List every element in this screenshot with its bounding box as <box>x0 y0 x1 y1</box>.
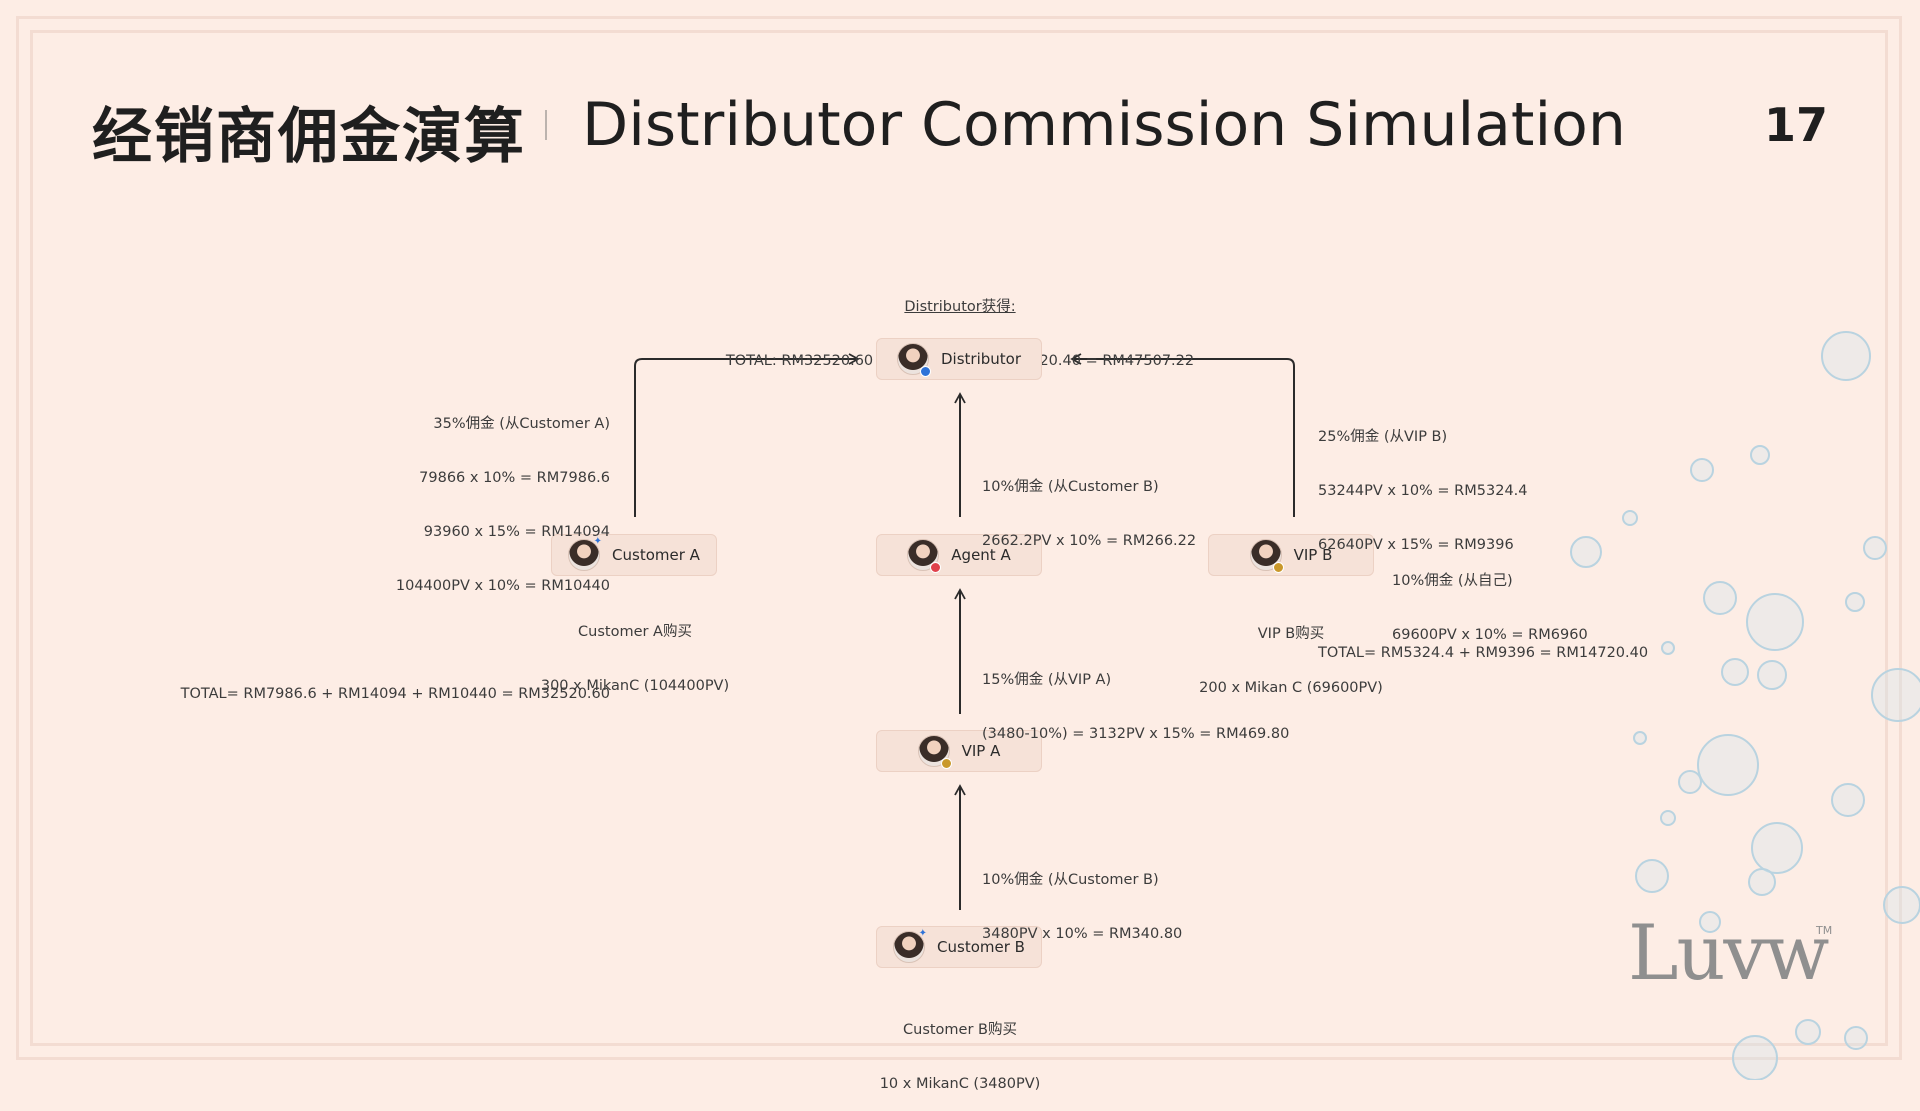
vip-a-avatar <box>917 735 952 769</box>
commission-line: 35%佣金 (从Customer A) <box>433 416 610 432</box>
title-chinese: 经销商佣金演算 <box>92 102 526 172</box>
commission-line: 62640PV x 15% = RM9396 <box>1318 537 1514 553</box>
node-vip-a-label: VIP A <box>961 742 1001 760</box>
purchase-vip-b: VIP B购买 200 x Mikan C (69600PV) <box>1175 589 1407 715</box>
customer-a-avatar: ✦ <box>568 536 603 571</box>
node-customer-b: ✦ Customer B <box>876 926 1042 968</box>
node-vip-a: VIP A <box>876 730 1042 772</box>
title-separator <box>545 110 547 140</box>
node-vip-b-label: VIP B <box>1293 546 1333 564</box>
arrow-vip-b-to-distributor <box>1070 353 1295 517</box>
vip-crown-icon <box>1272 562 1284 573</box>
commission-vip-a-to-agent: 15%佣金 (从VIP A) (3480-10%) = 3132PV x 15%… <box>982 635 1289 761</box>
agent-badge-icon <box>930 562 942 573</box>
commission-line: 15%佣金 (从VIP A) <box>982 672 1112 688</box>
node-vip-b: VIP B <box>1208 534 1374 576</box>
purchase-vip-b-detail: 200 x Mikan C (69600PV) <box>1199 680 1383 696</box>
node-agent-a-label: Agent A <box>951 546 1011 564</box>
sparkle-icon: ✦ <box>918 928 928 939</box>
vip-b-avatar <box>1249 539 1284 573</box>
connector-lines <box>634 353 1295 910</box>
page-number: 17 <box>1763 98 1828 152</box>
commission-line: 3480PV x 10% = RM340.80 <box>982 926 1183 942</box>
commission-vip-b-self: 10%佣金 (从自己) 69600PV x 10% = RM6960 <box>1392 536 1588 662</box>
commission-customer-b-to-vip-a: 10%佣金 (从Customer B) 3480PV x 10% = RM340… <box>982 835 1182 961</box>
arrow-customer-a-to-distributor <box>634 353 860 517</box>
commission-line: 25%佣金 (从VIP B) <box>1318 429 1448 445</box>
verified-badge-icon <box>919 366 931 377</box>
purchase-customer-a: Customer A购买 300 x MikanC (104400PV) <box>520 587 750 713</box>
total-label: Distributor获得: <box>904 299 1016 315</box>
node-agent-a: Agent A <box>876 534 1042 576</box>
commission-line: 104400PV x 10% = RM10440 <box>395 578 610 594</box>
node-customer-a-label: Customer A <box>612 546 700 564</box>
commission-line: 53244PV x 10% = RM5324.4 <box>1318 483 1528 499</box>
purchase-customer-b-title: Customer B购买 <box>903 1022 1017 1038</box>
bubble-decoration <box>1570 331 1920 1080</box>
brand-logo: Luvw <box>1628 908 1829 997</box>
node-customer-b-label: Customer B <box>937 938 1025 956</box>
commission-from-customer-a: 35%佣金 (从Customer A) 79866 x 10% = RM7986… <box>180 379 610 721</box>
node-customer-a: ✦ Customer A <box>551 534 717 576</box>
commission-line: 93960 x 15% = RM14094 <box>423 524 610 540</box>
commission-line: 10%佣金 (从Customer B) <box>982 479 1159 495</box>
customer-b-avatar: ✦ <box>893 928 928 963</box>
commission-total: TOTAL= RM5324.4 + RM9396 = RM14720.40 <box>1318 645 1649 661</box>
commission-line: (3480-10%) = 3132PV x 15% = RM469.80 <box>982 726 1290 742</box>
commission-line: 69600PV x 10% = RM6960 <box>1392 627 1588 643</box>
commission-agent-to-distributor: 10%佣金 (从Customer B) 2662.2PV x 10% = RM2… <box>982 442 1196 568</box>
purchase-customer-a-detail: 300 x MikanC (104400PV) <box>540 678 730 694</box>
commission-line: 2662.2PV x 10% = RM266.22 <box>982 533 1197 549</box>
distributor-avatar <box>896 343 931 377</box>
commission-line: 10%佣金 (从Customer B) <box>982 872 1159 888</box>
commission-line: 79866 x 10% = RM7986.6 <box>419 470 610 486</box>
brand-trademark: TM <box>1816 924 1833 937</box>
agent-a-avatar <box>907 539 942 573</box>
commission-line: 10%佣金 (从自己) <box>1392 573 1513 589</box>
purchase-vip-b-title: VIP B购买 <box>1257 626 1325 642</box>
node-distributor: Distributor <box>876 338 1042 380</box>
commission-from-vip-b: 25%佣金 (从VIP B) 53244PV x 10% = RM5324.4 … <box>1318 392 1648 680</box>
inner-border <box>30 30 1888 1046</box>
purchase-customer-a-title: Customer A购买 <box>578 624 692 640</box>
outer-border <box>16 16 1902 1060</box>
commission-total: TOTAL= RM7986.6 + RM14094 + RM10440 = RM… <box>180 686 610 702</box>
title-english: Distributor Commission Simulation <box>582 90 1626 160</box>
sparkle-icon: ✦ <box>593 536 603 547</box>
node-distributor-label: Distributor <box>940 350 1021 368</box>
vip-crown-icon <box>940 758 952 769</box>
